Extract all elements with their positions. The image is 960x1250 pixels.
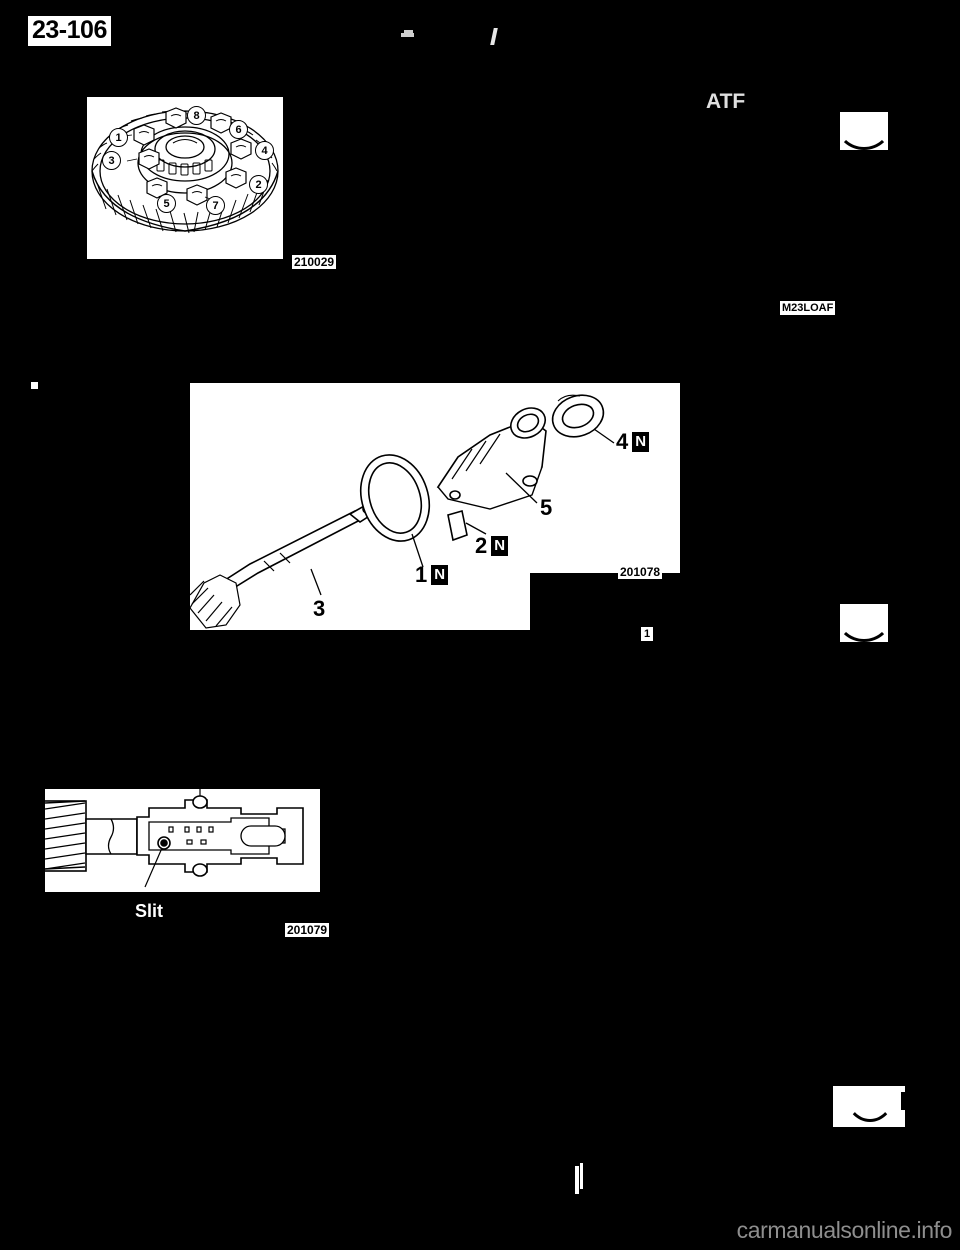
header-text-fragment-dash bbox=[401, 33, 414, 37]
part-number-1: 1 bbox=[415, 562, 428, 587]
site-watermark: carmanualsonline.info bbox=[736, 1217, 953, 1243]
figure-speedometer-drive-gear-panel-lower bbox=[190, 383, 530, 630]
figure-reference-201078: 201078 bbox=[618, 565, 663, 579]
bullet-marker bbox=[31, 382, 38, 389]
figure-reference-m23loaf: M23LOAF bbox=[780, 301, 836, 315]
header-text-fragment-slash bbox=[490, 28, 498, 45]
header-text-fragment-dash-upper bbox=[404, 30, 413, 33]
figure-input-shaft-cross-section bbox=[45, 789, 320, 892]
bolt-sequence-number-4: 4 bbox=[255, 141, 274, 160]
text-fragment-marker-1: 1 bbox=[641, 627, 654, 641]
bolt-sequence-number-6: 6 bbox=[229, 120, 248, 139]
exploded-assembly-illustration bbox=[190, 394, 615, 629]
new-part-mark-1: N bbox=[431, 565, 449, 585]
part-label-2: 2 N bbox=[475, 533, 509, 558]
part-label-1: 1 N bbox=[415, 562, 449, 587]
illustration-remnant-arc-top-right bbox=[840, 112, 888, 150]
figure-reference-201079: 201079 bbox=[285, 923, 330, 937]
bolt-sequence-number-8: 8 bbox=[187, 106, 206, 125]
page-number: 23-106 bbox=[28, 16, 111, 46]
illustration-remnant-arc-mid-right bbox=[840, 604, 888, 642]
bolt-sequence-number-2: 2 bbox=[249, 175, 268, 194]
new-part-mark-4: N bbox=[632, 432, 650, 452]
figure-reference-210029: 210029 bbox=[292, 255, 337, 269]
part-label-5: 5 bbox=[540, 495, 553, 520]
illustration-remnant-arc-bottom-right bbox=[833, 1086, 905, 1127]
text-fragment-atf: ATF bbox=[706, 90, 746, 113]
footer-text-fragment bbox=[575, 1166, 579, 1194]
cross-section-label-slit: Slit bbox=[135, 901, 164, 921]
new-part-mark-2: N bbox=[491, 536, 509, 556]
bolt-sequence-number-7: 7 bbox=[206, 196, 225, 215]
bolt-sequence-number-3: 3 bbox=[102, 151, 121, 170]
ring-gear-illustration bbox=[91, 107, 279, 234]
figure-ring-gear-tightening-sequence: 1 2 3 4 5 6 7 8 bbox=[87, 97, 283, 259]
bolt-sequence-number-5: 5 bbox=[157, 194, 176, 213]
cross-section-illustration bbox=[45, 789, 304, 888]
footer-text-fragment-secondary bbox=[580, 1163, 583, 1189]
figure-speedometer-drive-gear-exploded bbox=[190, 383, 680, 630]
part-number-2: 2 bbox=[475, 533, 488, 558]
part-label-4: 4 N bbox=[616, 429, 650, 454]
part-number-4: 4 bbox=[616, 429, 629, 454]
part-label-3: 3 bbox=[313, 596, 326, 621]
bolt-sequence-number-1: 1 bbox=[109, 128, 128, 147]
